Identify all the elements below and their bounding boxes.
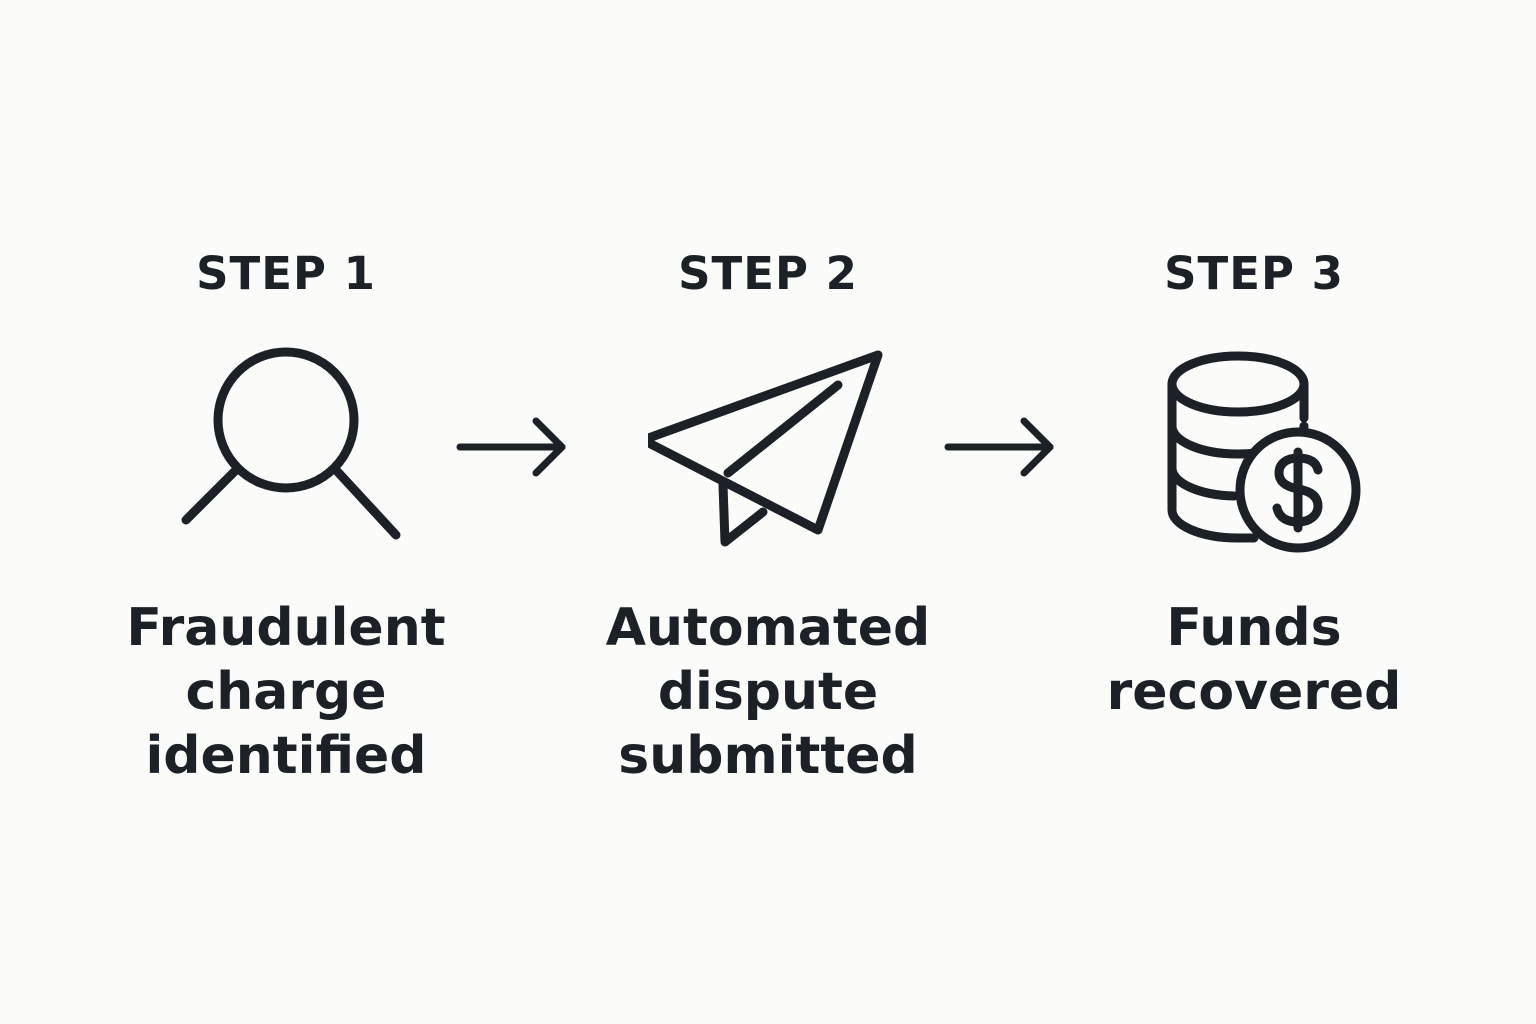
step-description-line: identified [145, 726, 427, 786]
magnifier-icon [166, 340, 406, 560]
step-description-line: Funds [1166, 598, 1342, 658]
step-description: Fraudulent charge identified [96, 596, 476, 788]
step-description-line: dispute [657, 662, 879, 722]
step-description-line: charge [185, 662, 387, 722]
step-description-line: submitted [618, 726, 918, 786]
step-description-line: Automated [605, 598, 931, 658]
arrow-right-icon [942, 412, 1062, 482]
step-2: STEP 2 Automated dispute submitted [578, 0, 958, 1024]
step-description-line: Fraudulent [126, 598, 446, 658]
step-label: STEP 1 [196, 247, 376, 300]
step-3: STEP 3 Funds recovered [1064, 0, 1444, 1024]
arrow-right-icon [454, 412, 574, 482]
step-label: STEP 3 [1164, 247, 1344, 300]
step-description: Funds recovered [1064, 596, 1444, 724]
step-label: STEP 2 [678, 247, 858, 300]
coins-dollar-icon [1134, 340, 1374, 560]
paper-plane-icon [648, 340, 888, 560]
step-description-line: recovered [1106, 662, 1402, 722]
step-1: STEP 1 Fraudulent charge identified [96, 0, 476, 1024]
step-description: Automated dispute submitted [578, 596, 958, 788]
